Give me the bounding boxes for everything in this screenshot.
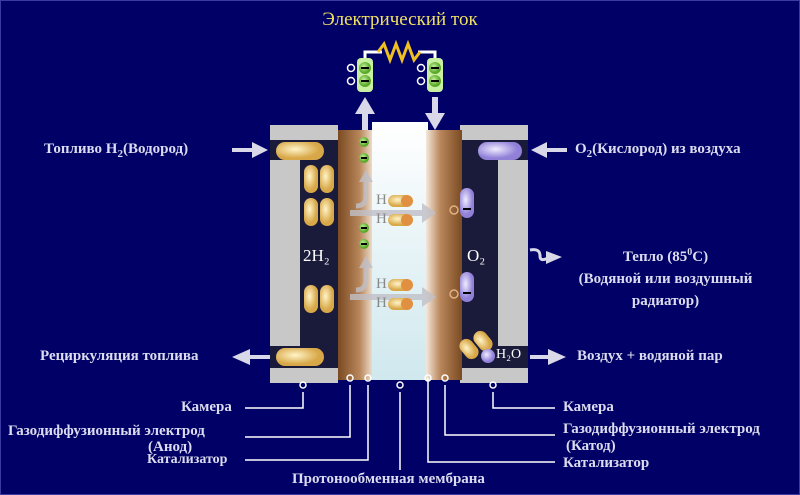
air-out-label: Воздух + водяной пар bbox=[577, 348, 723, 364]
anode-electrode bbox=[338, 130, 374, 380]
chamber-right-label: Камера bbox=[563, 399, 614, 415]
electron-pair-right bbox=[416, 58, 443, 92]
membrane-label: Протонообменная мембрана bbox=[292, 471, 485, 487]
recirculation-arrow bbox=[232, 349, 270, 365]
membrane bbox=[372, 122, 428, 380]
oxygen-in-arrow bbox=[531, 142, 567, 158]
catalyst-left-label: Катализатор bbox=[147, 452, 228, 467]
cathode-label: (Катод) bbox=[566, 438, 616, 454]
cathode-gas-label: O₂ bbox=[467, 246, 486, 265]
oxygen-in-label: O2(Кислород) из воздуха bbox=[575, 141, 741, 160]
anode-gas-label: 2H₂ bbox=[303, 246, 330, 265]
cathode-electrode bbox=[426, 130, 462, 380]
fuel-in-label: Топливо H2(Водород) bbox=[44, 141, 189, 160]
proton-label: H bbox=[376, 192, 387, 208]
protons bbox=[388, 195, 413, 310]
water-label: H₂O bbox=[496, 347, 522, 362]
heat-arrow-icon bbox=[529, 248, 562, 264]
proton-label: H bbox=[376, 295, 387, 311]
resistor-icon bbox=[376, 39, 422, 65]
diagram-title: Электрический ток bbox=[322, 9, 478, 30]
electrode-left-label: Газодиффузионный электрод bbox=[8, 423, 205, 439]
arrow-up-icon bbox=[355, 97, 375, 130]
fuel-in-arrow bbox=[232, 142, 268, 158]
proton-flow-arrows bbox=[350, 170, 436, 307]
anode-electrons bbox=[359, 137, 369, 249]
hydrogen-molecules bbox=[276, 142, 334, 366]
arrow-down-icon bbox=[425, 97, 445, 130]
water-molecule bbox=[459, 330, 495, 363]
oxygen-molecules bbox=[449, 142, 522, 302]
proton-label: H bbox=[376, 276, 387, 292]
proton-label: H bbox=[376, 211, 387, 227]
leader-lines bbox=[245, 374, 555, 470]
chamber-left-label: Камера bbox=[181, 399, 232, 415]
catalyst-right-label: Катализатор bbox=[563, 455, 650, 471]
external-circuit bbox=[346, 39, 445, 130]
heat-label: Тепло (850C) (Водяной или воздушный ради… bbox=[578, 247, 753, 309]
air-out-arrow bbox=[530, 349, 566, 365]
electrode-right-label: Газодиффузионный электрод bbox=[563, 421, 760, 437]
electron-pair-left bbox=[346, 58, 373, 92]
recirculation-label: Рециркуляция топлива bbox=[40, 348, 199, 364]
anode-label: (Анод) bbox=[148, 439, 193, 455]
cathode-chamber bbox=[460, 125, 528, 383]
